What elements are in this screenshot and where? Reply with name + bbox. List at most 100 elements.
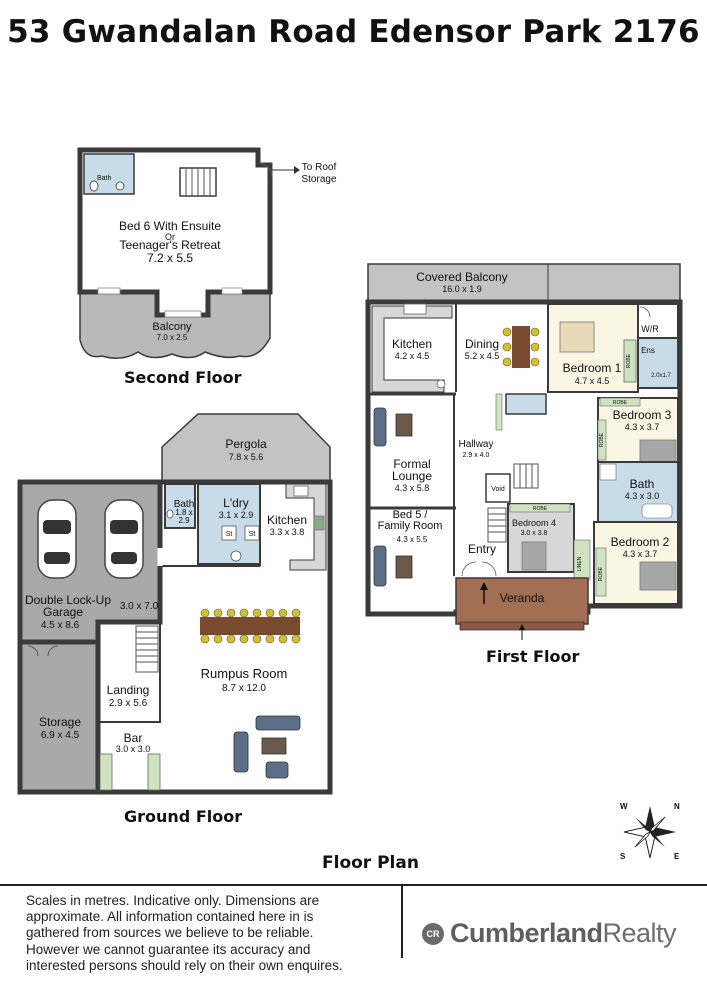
bath-ground bbox=[164, 483, 196, 529]
bar-dim: 3.0 x 3.0 bbox=[116, 744, 151, 754]
formal-lounge-dim: 4.3 x 5.8 bbox=[395, 483, 430, 493]
balcony-top-label: Balcony bbox=[152, 321, 192, 333]
bedroom-2-label: Bedroom 2 bbox=[611, 535, 670, 549]
bath-first-dim: 4.3 x 3.0 bbox=[625, 491, 660, 501]
bath-ground-dim-2: 2.9 bbox=[178, 516, 190, 525]
entry-label: Entry bbox=[468, 542, 496, 556]
bath-ground-label: Bath bbox=[174, 499, 195, 510]
logo-word-1: Cumberland bbox=[450, 918, 603, 948]
kitchen-first-dim: 4.2 x 4.5 bbox=[395, 351, 430, 361]
veranda-label: Veranda bbox=[500, 591, 545, 605]
covered-balcony-dim: 16.0 x 1.9 bbox=[442, 284, 482, 294]
bath-top-label: Bath bbox=[97, 175, 112, 182]
landing-dim: 2.9 x 5.6 bbox=[109, 698, 148, 709]
balcony-top bbox=[79, 291, 271, 359]
second-floor-plan: To Roof Storage Bath Bed 6 With Ensuite … bbox=[77, 147, 337, 359]
garage-label-2: Garage bbox=[43, 605, 83, 619]
logo-mark-icon: CR bbox=[422, 922, 444, 945]
bedroom-2-dim: 4.3 x 3.7 bbox=[623, 549, 658, 559]
rumpus-dim: 8.7 x 12.0 bbox=[222, 683, 266, 694]
ground-floor-plan: Pergola 7.8 x 5.6 Bath 1.8 x 2.9 L'dry 3… bbox=[17, 413, 333, 795]
wr-label: W/R bbox=[641, 324, 659, 334]
footer-divider-line bbox=[0, 884, 707, 886]
garage-label-1: Double Lock-Up bbox=[25, 593, 111, 607]
compass-icon: W N S E bbox=[620, 802, 680, 861]
dining-table-rumpus bbox=[200, 608, 301, 644]
hallway-dim: 2.9 x 4.0 bbox=[463, 452, 490, 459]
roof-storage-label-2: Storage bbox=[301, 174, 336, 185]
car-icon-right bbox=[104, 499, 144, 579]
storage-dim: 6.9 x 4.5 bbox=[41, 730, 80, 741]
bed6-label-3: Teenager's Retreat bbox=[119, 238, 221, 252]
footer-vertical-divider bbox=[401, 886, 403, 958]
compass-s: S bbox=[620, 852, 626, 861]
compass-n: N bbox=[674, 802, 680, 811]
page-title: 53 Gwandalan Road Edensor Park 2176 bbox=[7, 14, 700, 50]
veranda bbox=[455, 577, 589, 625]
kitchen-ground-dim: 3.3 x 3.8 bbox=[270, 527, 305, 537]
garage-dim: 4.5 x 8.6 bbox=[41, 620, 80, 631]
formal-lounge-label-1: Formal bbox=[393, 457, 430, 471]
bedroom-4 bbox=[507, 503, 575, 573]
compass-e: E bbox=[674, 852, 680, 861]
disclaimer-text: Scales in metres. Indicative only. Dimen… bbox=[26, 893, 343, 973]
dining-table-first bbox=[502, 326, 540, 368]
garage-dim-2: 3.0 x 7.0 bbox=[120, 601, 159, 612]
bed6-label-2: Or bbox=[165, 232, 175, 242]
storage-label: Storage bbox=[39, 715, 81, 729]
dining-label: Dining bbox=[465, 337, 499, 351]
bed5-dim: 4.3 x 5.5 bbox=[397, 535, 428, 544]
compass-w: W bbox=[620, 802, 628, 811]
balcony-top-dim: 7.0 x 2.5 bbox=[157, 333, 188, 342]
first-floor-label: First Floor bbox=[486, 647, 580, 666]
robe-label-4: ROBE bbox=[533, 506, 548, 512]
robe-label-1: ROBE bbox=[626, 353, 632, 368]
stairs-ground bbox=[135, 625, 159, 673]
floor-plan-diagram: To Roof Storage Bath Bed 6 With Ensuite … bbox=[17, 147, 683, 861]
stairs-first bbox=[487, 463, 539, 543]
sofa-icon-formal bbox=[373, 407, 413, 447]
logo-word-2: Realty bbox=[602, 918, 677, 948]
company-logo: CR CumberlandRealty bbox=[422, 918, 677, 949]
pergola-label: Pergola bbox=[225, 437, 267, 451]
bed6-dim: 7.2 x 5.5 bbox=[147, 251, 193, 265]
first-floor-plan: Covered Balcony 16.0 x 1.9 Kitchen 4.2 x… bbox=[365, 263, 683, 640]
floor-plan-label: Floor Plan bbox=[322, 853, 419, 873]
bedroom-4-dim: 3.0 x 3.8 bbox=[521, 530, 548, 537]
roof-storage-label-1: To Roof bbox=[302, 162, 337, 173]
covered-balcony bbox=[367, 263, 681, 303]
sofa-icon-rumpus bbox=[233, 715, 301, 779]
bedroom-3-dim: 4.3 x 3.7 bbox=[625, 422, 660, 432]
bedroom-1-dim: 4.7 x 4.5 bbox=[575, 376, 610, 386]
ens-label: Ens bbox=[641, 346, 655, 355]
pergola-dim: 7.8 x 5.6 bbox=[229, 452, 264, 462]
dining-dim: 5.2 x 4.5 bbox=[465, 351, 500, 361]
linen-label: LINEN bbox=[577, 556, 583, 571]
logo-wordmark: CumberlandRealty bbox=[450, 918, 677, 949]
laundry-st-1: St bbox=[226, 531, 233, 538]
kitchen-first-label: Kitchen bbox=[392, 337, 432, 351]
bedroom-3-label: Bedroom 3 bbox=[613, 408, 672, 422]
bar-counter-left bbox=[99, 753, 113, 791]
bedroom-4-label: Bedroom 4 bbox=[512, 518, 556, 528]
bar-counter-right bbox=[147, 753, 161, 791]
bed6-label-1: Bed 6 With Ensuite bbox=[119, 219, 221, 233]
robe-label-5: ROBE bbox=[598, 566, 604, 581]
bed5-label-1: Bed 5 / bbox=[393, 509, 429, 521]
formal-lounge-label-2: Lounge bbox=[392, 469, 432, 483]
ens-dim: 2.0x1.7 bbox=[651, 373, 671, 379]
bed5-label-2: Family Room bbox=[378, 520, 443, 532]
laundry-label: L'dry bbox=[223, 496, 249, 510]
bath-ground-dim-1: 1.8 x bbox=[175, 508, 192, 517]
covered-balcony-label: Covered Balcony bbox=[416, 270, 507, 284]
robe-label-3: ROBE bbox=[599, 432, 605, 447]
hallway-label: Hallway bbox=[458, 439, 493, 450]
second-floor-label: Second Floor bbox=[124, 368, 242, 387]
kitchen-ground-label: Kitchen bbox=[267, 513, 307, 527]
landing-label: Landing bbox=[107, 683, 150, 697]
ground-floor-label: Ground Floor bbox=[124, 807, 243, 826]
bath-first-label: Bath bbox=[630, 477, 655, 491]
rumpus-label: Rumpus Room bbox=[201, 666, 288, 681]
storage bbox=[17, 639, 101, 795]
void-label: Void bbox=[491, 486, 505, 493]
